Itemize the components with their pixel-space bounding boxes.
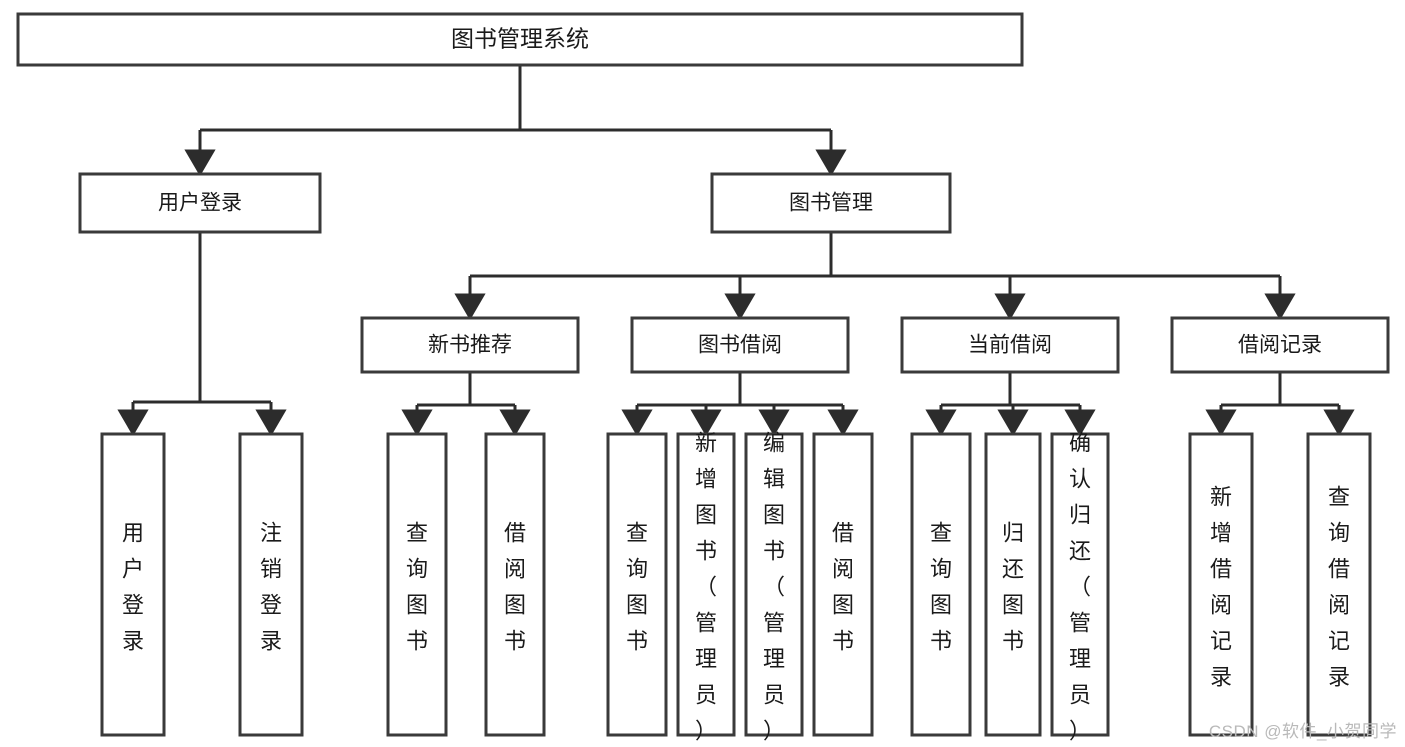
node-root[interactable]: 图书管理系统 [16,12,1024,67]
node-box-leaf-add-borrow-record [1188,432,1254,737]
node-new-book-recommend[interactable]: 新书推荐 [360,316,580,374]
node-leaf-user-logout[interactable]: 注销登录 [238,432,304,737]
node-box-borrow-record [1170,316,1390,374]
node-box-leaf-edit-book [744,432,804,737]
node-box-leaf-user-logout [238,432,304,737]
node-leaf-borrow-book[interactable]: 借阅图书 [812,432,874,737]
node-leaf-user-login[interactable]: 用户登录 [100,432,166,737]
node-layer: 图书管理系统用户登录图书管理新书推荐图书借阅当前借阅借阅记录用户登录注销登录查询… [16,12,1390,744]
node-label-leaf-borrow-book: 借阅图书 [832,521,854,654]
node-label-new-book-recommend: 新书推荐 [428,334,512,357]
node-book-management[interactable]: 图书管理 [710,172,952,234]
node-label-borrow-record: 借阅记录 [1238,334,1322,357]
connector-layer [117,65,1355,437]
node-leaf-confirm-return[interactable]: 确认归还（管理员） [1050,431,1110,744]
node-box-leaf-return-book [984,432,1042,737]
node-label-book-borrow: 图书借阅 [698,334,782,357]
node-leaf-query-book-current[interactable]: 查询图书 [910,432,972,737]
node-user-login[interactable]: 用户登录 [78,172,322,234]
node-leaf-query-book-new[interactable]: 查询图书 [386,432,448,737]
node-box-leaf-query-borrow-record [1306,432,1372,737]
node-box-leaf-query-book-borrow [606,432,668,737]
node-box-leaf-query-book-current [910,432,972,737]
node-box-current-borrow [900,316,1120,374]
node-box-user-login [78,172,322,234]
node-leaf-add-borrow-record[interactable]: 新增借阅记录 [1188,432,1254,737]
node-label-root: 图书管理系统 [451,26,589,52]
node-borrow-record[interactable]: 借阅记录 [1170,316,1390,374]
node-leaf-query-borrow-record[interactable]: 查询借阅记录 [1306,432,1372,737]
node-label-leaf-add-book: 新增图书（管理员） [695,431,717,744]
node-box-leaf-borrow-book-new [484,432,546,737]
node-box-book-borrow [630,316,850,374]
node-box-new-book-recommend [360,316,580,374]
node-box-leaf-add-book [676,432,736,737]
node-label-user-login: 用户登录 [158,192,242,215]
csdn-watermark: CSDN @软件_小贺同学 [1208,722,1397,741]
node-box-leaf-borrow-book [812,432,874,737]
node-label-leaf-return-book: 归还图书 [1002,521,1024,654]
node-label-leaf-confirm-return: 确认归还（管理员） [1069,431,1091,744]
node-label-leaf-query-book-current: 查询图书 [930,521,952,654]
node-label-leaf-user-login: 用户登录 [122,521,144,654]
node-label-book-management: 图书管理 [789,192,873,215]
node-label-leaf-borrow-book-new: 借阅图书 [504,521,526,654]
node-leaf-edit-book[interactable]: 编辑图书（管理员） [744,431,804,744]
node-label-leaf-query-book-borrow: 查询图书 [626,521,648,654]
node-label-leaf-query-borrow-record: 查询借阅记录 [1328,485,1350,690]
node-box-leaf-user-login [100,432,166,737]
node-box-leaf-confirm-return [1050,432,1110,737]
node-box-book-management [710,172,952,234]
node-book-borrow[interactable]: 图书借阅 [630,316,850,374]
node-label-leaf-add-borrow-record: 新增借阅记录 [1210,485,1232,690]
node-box-leaf-query-book-new [386,432,448,737]
node-label-current-borrow: 当前借阅 [968,334,1052,357]
node-leaf-query-book-borrow[interactable]: 查询图书 [606,432,668,737]
node-label-leaf-user-logout: 注销登录 [260,521,282,654]
node-label-leaf-edit-book: 编辑图书（管理员） [763,431,785,744]
node-leaf-return-book[interactable]: 归还图书 [984,432,1042,737]
node-label-leaf-query-book-new: 查询图书 [406,521,428,654]
node-leaf-borrow-book-new[interactable]: 借阅图书 [484,432,546,737]
node-current-borrow[interactable]: 当前借阅 [900,316,1120,374]
node-box-root [16,12,1024,67]
node-leaf-add-book[interactable]: 新增图书（管理员） [676,431,736,744]
